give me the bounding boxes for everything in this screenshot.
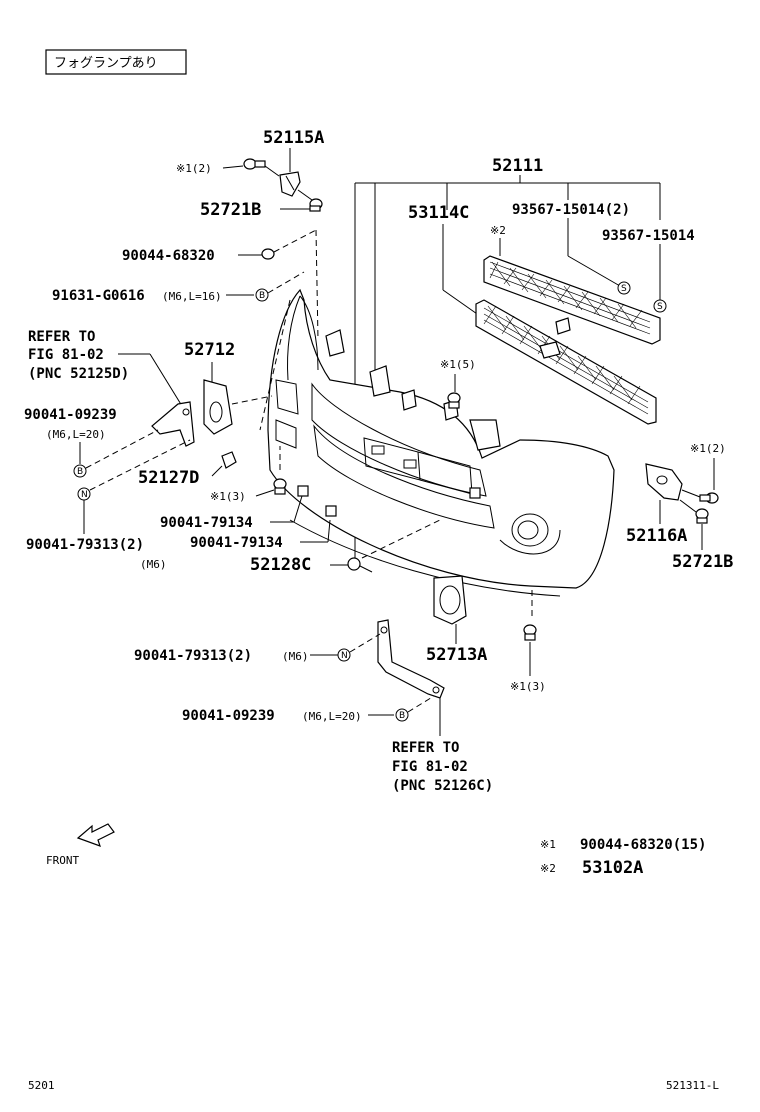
- symbol-b-bottom: [395, 708, 409, 722]
- label-90041-79134-b: 90041-79134: [190, 535, 283, 551]
- clip-x1-3-left: [273, 478, 287, 495]
- legend-2-value: 53102A: [582, 858, 643, 878]
- label-91631-spec: (M6,L=16): [162, 290, 222, 303]
- note-x2-grille: ※2: [490, 224, 506, 237]
- note-x1-5: ※1(5): [440, 358, 476, 371]
- clip-x1-5: [447, 392, 461, 409]
- nut-79134-a: [297, 485, 309, 497]
- label-90041-79313-spec: (M6): [140, 558, 167, 571]
- label-52127d: 52127D: [138, 468, 199, 488]
- label-52128c: 52128C: [250, 555, 311, 575]
- svg-text:S: S: [621, 284, 627, 294]
- clip-52721b-right: [695, 508, 709, 524]
- symbol-s-right: [653, 299, 667, 313]
- note-x1-3-left: ※1(3): [210, 490, 246, 503]
- label-52115a: 52115A: [263, 128, 324, 148]
- header-box: [45, 49, 187, 75]
- legend-1-key: ※1: [540, 838, 556, 851]
- label-52712: 52712: [184, 340, 235, 360]
- legend-2-key: ※2: [540, 862, 556, 875]
- note-x1-2-top: ※1(2): [176, 162, 212, 175]
- label-52721b-right: 52721B: [672, 552, 733, 572]
- label-90041-09239-b-spec: (M6,L=20): [302, 710, 362, 723]
- footer-right: 521311-L: [666, 1079, 719, 1092]
- label-52713a: 52713A: [426, 645, 487, 665]
- label-90041-09239: 90041-09239: [24, 407, 117, 423]
- nut-79134-b: [325, 505, 337, 517]
- label-91631: 91631-G0616: [52, 288, 145, 304]
- header-box-text: フォグランプあり: [54, 56, 158, 71]
- refer-bot-line1: REFER TO: [392, 740, 459, 756]
- refer-top-line2: FIG 81-02: [28, 347, 104, 363]
- screw-90044: [261, 248, 275, 260]
- part-52128c-cap: [347, 557, 361, 571]
- bolt-top: [243, 158, 266, 170]
- bolt-right: [699, 492, 719, 504]
- part-52116a-bracket: [645, 463, 683, 501]
- label-90044-68320: 90044-68320: [122, 248, 215, 264]
- label-90041-79313-2: 90041-79313(2): [26, 537, 144, 553]
- part-52713a-cover: [433, 575, 467, 625]
- part-52115a-bracket: [279, 171, 301, 197]
- refer-bot-line3: (PNC 52126C): [392, 778, 493, 794]
- part-left-stay: [151, 401, 195, 447]
- clip-x1-3-bottom: [523, 624, 537, 641]
- clip-52721b-top: [309, 198, 323, 212]
- note-x1-3-bottom: ※1(3): [510, 680, 546, 693]
- refer-bot-line2: FIG 81-02: [392, 759, 468, 775]
- label-93567-2: 93567-15014(2): [512, 202, 630, 218]
- svg-text:N: N: [81, 490, 88, 500]
- symbol-b-left: [73, 464, 87, 478]
- svg-text:B: B: [259, 291, 265, 301]
- label-52111: 52111: [492, 156, 543, 176]
- part-52111-bumper: [267, 288, 615, 597]
- label-90041-09239-b: 90041-09239: [182, 708, 275, 724]
- svg-text:B: B: [77, 467, 83, 477]
- label-93567: 93567-15014: [602, 228, 695, 244]
- symbol-n-bottom: [337, 648, 351, 662]
- note-x1-2-right: ※1(2): [690, 442, 726, 455]
- refer-top-line3: (PNC 52125D): [28, 366, 129, 382]
- refer-top-line1: REFER TO: [28, 329, 95, 345]
- label-90041-79134-a: 90041-79134: [160, 515, 253, 531]
- label-90041-79313-2b-spec: (M6): [282, 650, 309, 663]
- part-52712-bracket: [203, 379, 233, 435]
- front-arrow-icon: [76, 823, 115, 847]
- label-52116a: 52116A: [626, 526, 687, 546]
- svg-text:N: N: [341, 651, 348, 661]
- label-90041-09239-spec: (M6,L=20): [46, 428, 106, 441]
- svg-text:S: S: [657, 302, 663, 312]
- footer-left: 5201: [28, 1079, 55, 1092]
- part-52127d-clip: [221, 451, 237, 469]
- svg-text:B: B: [399, 711, 405, 721]
- legend-1-value: 90044-68320(15): [580, 837, 706, 853]
- front-label: FRONT: [46, 854, 79, 867]
- label-52721b-top: 52721B: [200, 200, 261, 220]
- symbol-b-top: [255, 288, 269, 302]
- label-53114c: 53114C: [408, 203, 469, 223]
- symbol-s-left: [617, 281, 631, 295]
- part-right-stay: [377, 619, 445, 699]
- label-90041-79313-2b: 90041-79313(2): [134, 648, 252, 664]
- part-lower-grille: [475, 299, 657, 425]
- part-upper-grille: [483, 255, 661, 345]
